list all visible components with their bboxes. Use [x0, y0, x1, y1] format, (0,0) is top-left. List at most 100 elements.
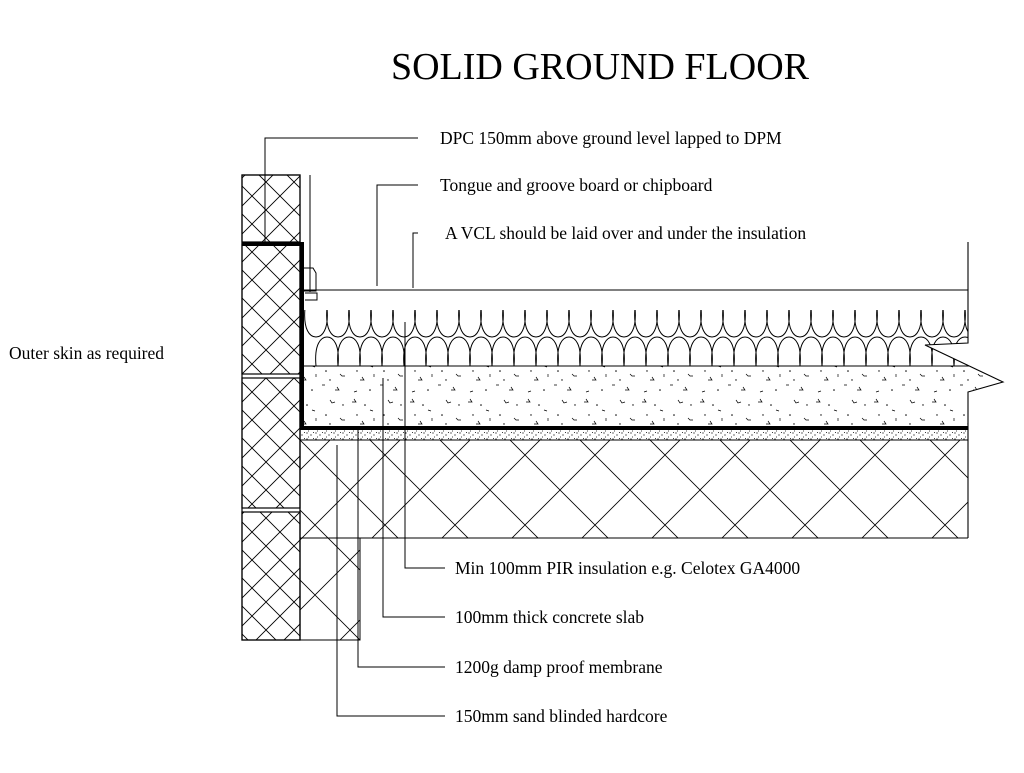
label-outer-skin: Outer skin as required: [9, 343, 164, 363]
floor-board: [300, 290, 1000, 304]
insulation-lobe-lower: [337, 336, 361, 367]
insulation-lobe-upper: [436, 310, 460, 338]
insulation-lobe-upper: [370, 310, 394, 338]
insulation-lobe-lower: [689, 336, 713, 367]
board-hatch-tick: [714, 292, 720, 302]
insulation-lobe-lower: [843, 336, 867, 367]
label-dpc: DPC 150mm above ground level lapped to D…: [440, 128, 782, 148]
insulation-lobe-upper: [876, 310, 900, 338]
board-hatch-tick: [666, 292, 672, 302]
insulation-lobe-upper: [898, 310, 922, 338]
insulation-lobe-upper: [612, 310, 636, 338]
board-joints: [330, 290, 984, 304]
insulation-lobe-lower: [469, 336, 493, 367]
insulation-lobe-lower: [381, 336, 405, 367]
insulation-lobe-upper: [810, 310, 834, 338]
insulation-lobe-lower: [755, 336, 779, 367]
tongue-groove-joint: [470, 290, 474, 304]
insulation-lobe-upper: [414, 310, 438, 338]
board-hatch-tick: [498, 292, 504, 302]
board-hatch-tick: [546, 292, 552, 302]
board-hatch-tick: [906, 292, 912, 302]
board-hatch-tick: [738, 292, 744, 302]
board-hatch-tick: [450, 292, 456, 302]
board-hatch-tick: [474, 292, 480, 302]
label-board: Tongue and groove board or chipboard: [440, 175, 713, 195]
board-hatch-tick: [522, 292, 528, 302]
board-hatch-tick: [618, 292, 624, 302]
insulation-lobe-upper: [942, 310, 966, 338]
insulation-lobe-lower: [777, 336, 801, 367]
insulation-lobe-upper: [568, 310, 592, 338]
insulation-lobe-upper: [458, 310, 482, 338]
concrete-slab: [300, 366, 1000, 426]
board-hatch-tick: [858, 292, 864, 302]
insulation-lobe-lower: [733, 336, 757, 367]
insulation-lobe-lower: [403, 336, 427, 367]
insulation-lobe-lower: [997, 336, 1003, 367]
insulation-lobe-lower: [623, 336, 647, 367]
insulation-lobe-upper: [656, 310, 680, 338]
insulation-lobe-lower: [513, 336, 537, 367]
board-hatch-tick: [330, 292, 336, 302]
insulation-lobe-lower: [491, 336, 515, 367]
insulation-lobe-lower: [799, 336, 823, 367]
insulation-lobe-upper: [590, 310, 614, 338]
board-hatch-tick: [690, 292, 696, 302]
board-hatch-tick: [594, 292, 600, 302]
label-slab: 100mm thick concrete slab: [455, 607, 644, 627]
insulation-lobe-upper: [700, 310, 724, 338]
board-hatch-tick: [882, 292, 888, 302]
insulation-lobe-lower: [645, 336, 669, 367]
board-hatch-tick: [954, 292, 960, 302]
insulation-lobe-upper: [788, 310, 812, 338]
label-hardcore: 150mm sand blinded hardcore: [455, 706, 668, 726]
insulation-lobe-lower: [557, 336, 581, 367]
insulation-lobe-upper: [524, 310, 548, 338]
insulation-lobe-upper: [326, 310, 350, 338]
board-hatch-tick: [762, 292, 768, 302]
insulation-lobe-upper: [392, 310, 416, 338]
insulation-lobe-lower: [931, 336, 955, 367]
insulation-lobe-lower: [975, 336, 999, 367]
insulation-lobe-upper: [480, 310, 504, 338]
leader-lines: [264, 137, 445, 717]
drawing-title: SOLID GROUND FLOOR: [391, 46, 810, 88]
insulation-lobe-lower: [667, 336, 691, 367]
insulation-lobe-lower: [315, 336, 339, 367]
label-insulation: Min 100mm PIR insulation e.g. Celotex GA…: [455, 558, 800, 578]
insulation-lobe-lower: [535, 336, 559, 367]
board-hatch-tick: [402, 292, 408, 302]
insulation-lobe-upper: [722, 310, 746, 338]
pir-insulation: [304, 310, 1003, 367]
tongue-groove-joint: [620, 290, 624, 304]
insulation-lobe-lower: [821, 336, 845, 367]
tongue-groove-joint: [920, 290, 924, 304]
insulation-lobe-upper: [766, 310, 790, 338]
tongue-groove-joint: [770, 290, 774, 304]
insulation-lobe-upper: [986, 310, 1003, 338]
insulation-lobe-upper: [634, 310, 658, 338]
insulation-lobe-upper: [920, 310, 944, 338]
board-hatch-tick: [354, 292, 360, 302]
outer-wall: [241, 174, 311, 641]
hardcore-wall-zone: [299, 537, 361, 641]
board-hatch-tick: [786, 292, 792, 302]
label-vcl: A VCL should be laid over and under the …: [445, 223, 806, 243]
insulation-lobe-lower: [953, 336, 977, 367]
insulation-lobe-lower: [425, 336, 449, 367]
insulation-lobe-upper: [678, 310, 702, 338]
insulation-lobe-upper: [744, 310, 768, 338]
insulation-lobe-lower: [711, 336, 735, 367]
board-hatch-tick: [570, 292, 576, 302]
insulation-lobe-lower: [601, 336, 625, 367]
insulation-lobe-upper: [502, 310, 526, 338]
insulation-lobe-upper: [348, 310, 372, 338]
board-hatch-tick: [642, 292, 648, 302]
insulation-lobe-upper: [546, 310, 570, 338]
insulation-lobe-upper: [304, 310, 328, 338]
board-hatch-tick: [834, 292, 840, 302]
sand-blinding: [300, 430, 1000, 440]
insulation-lobe-upper: [854, 310, 878, 338]
